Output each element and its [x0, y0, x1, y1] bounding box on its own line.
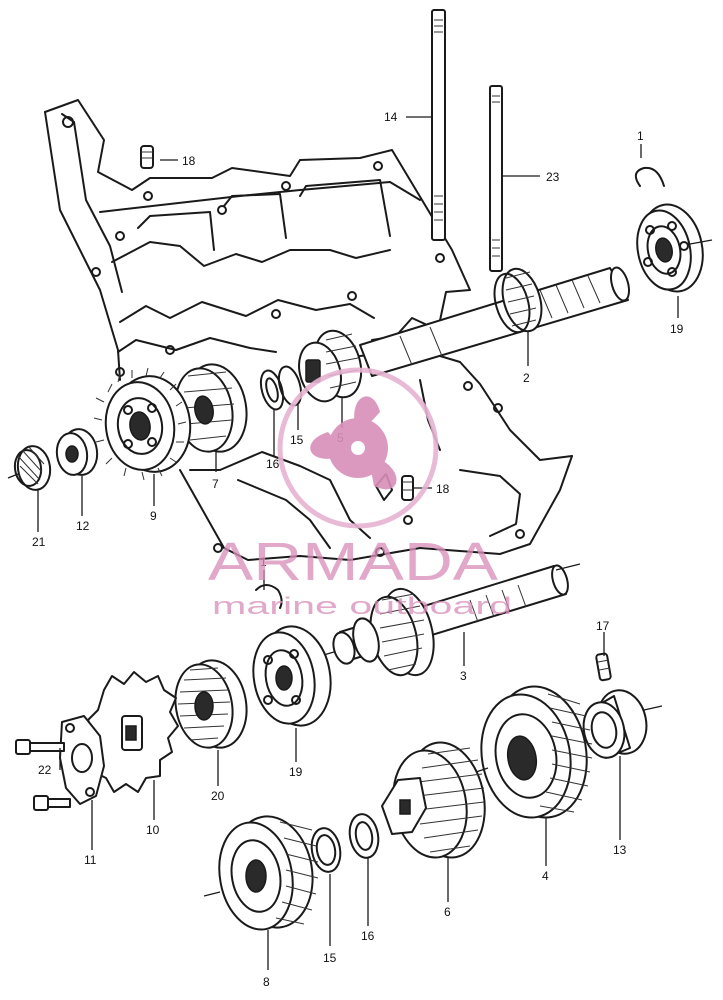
callout-12: 12 — [76, 519, 90, 533]
callout-10: 10 — [146, 823, 160, 837]
washer-16-upper — [259, 369, 285, 411]
gear-8 — [218, 815, 319, 931]
callout-15-lower: 15 — [323, 951, 337, 965]
dowel-pin-upper — [140, 145, 154, 169]
callout-17: 17 — [596, 619, 610, 633]
circlip-1-upper — [634, 166, 665, 187]
callout-18-lower: 18 — [436, 482, 450, 496]
callout-13: 13 — [613, 843, 627, 857]
bearing-19-lower — [252, 625, 332, 727]
callout-19-upper: 19 — [670, 322, 684, 336]
bushing-13 — [582, 689, 648, 759]
callout-labels: 14 18 1 23 19 2 15 5 16 7 9 18 21 12 1 3… — [32, 110, 684, 989]
gear-6 — [381, 741, 486, 859]
lock-plate-11 — [59, 715, 105, 805]
watermark-brand: ARMADA — [208, 532, 498, 592]
stud-bolt-23 — [489, 85, 503, 272]
callout-7: 7 — [212, 477, 219, 491]
callout-1-upper: 1 — [637, 129, 644, 143]
callout-1-lower: 1 — [260, 555, 267, 569]
callout-15-upper: 15 — [290, 433, 304, 447]
callout-4: 4 — [542, 869, 549, 883]
callout-20: 20 — [211, 789, 225, 803]
bolt-22-lower — [33, 795, 71, 811]
mainshaft — [359, 266, 631, 377]
leader-lines — [37, 116, 679, 970]
callout-3: 3 — [460, 669, 467, 683]
bolt-22-upper — [15, 739, 65, 755]
callout-22: 22 — [38, 763, 52, 777]
sprocket-10 — [85, 671, 179, 793]
dowel-pin-lower — [401, 475, 414, 501]
callout-11: 11 — [84, 853, 97, 867]
bearing-19-upper — [636, 203, 704, 293]
watermark-tagline: marine outboard — [212, 593, 512, 620]
callout-19-lower: 19 — [289, 765, 303, 779]
callout-16-upper: 16 — [266, 457, 280, 471]
crankcase-housing — [44, 99, 573, 561]
armada-watermark: ARMADA marine outboard — [208, 367, 512, 620]
countershaft — [332, 564, 569, 677]
callout-18-upper: 18 — [182, 154, 196, 168]
stud-bolt-14 — [431, 9, 446, 241]
propeller-logo-icon — [277, 367, 439, 529]
oil-seal-20 — [174, 659, 248, 749]
callout-9: 9 — [150, 509, 157, 523]
callout-2: 2 — [523, 371, 530, 385]
circlip-1-lower — [255, 584, 283, 609]
nut-12 — [55, 428, 99, 476]
washer-16-lower — [348, 813, 380, 859]
nut-21 — [13, 445, 52, 491]
gear-4 — [480, 685, 593, 819]
circlip-15-lower — [310, 827, 342, 873]
callout-14: 14 — [384, 110, 398, 124]
callout-16-lower: 16 — [361, 929, 375, 943]
callout-21: 21 — [32, 535, 46, 549]
callout-6: 6 — [444, 905, 451, 919]
gear-9 — [93, 367, 192, 481]
pin-17 — [595, 652, 612, 682]
callout-23: 23 — [546, 170, 560, 184]
callout-8: 8 — [263, 975, 270, 989]
